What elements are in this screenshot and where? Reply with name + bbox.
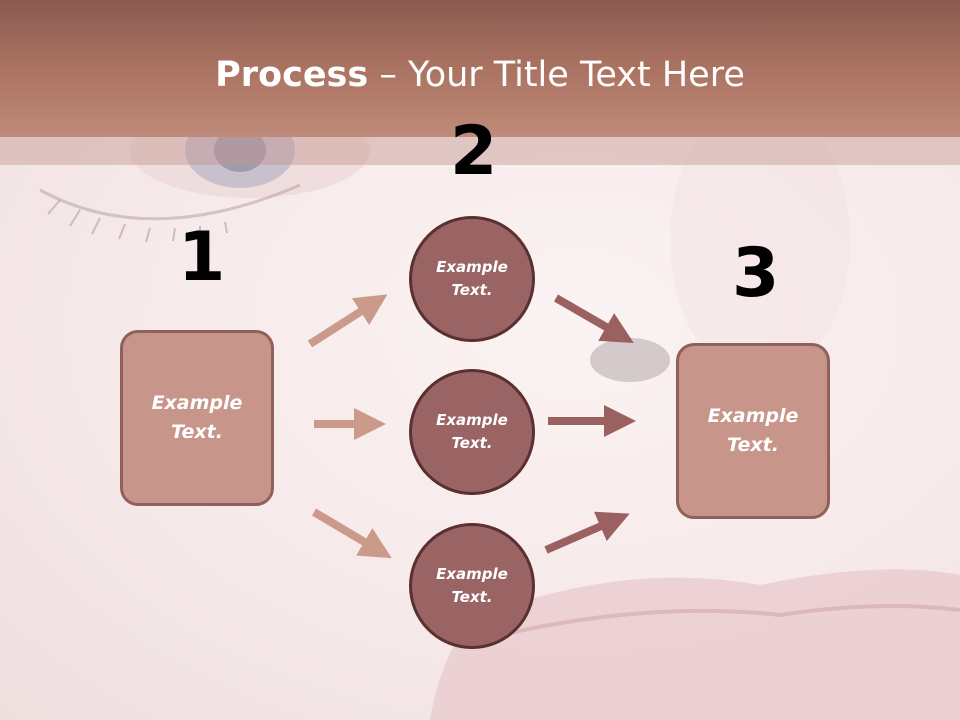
step-3-number: 3 [732,234,780,313]
step-2-text-bottom: Example Text. [436,565,508,606]
step-2-circle-middle: Example Text. [409,369,535,495]
title-bar [0,0,960,137]
slide-title-bold: Process [215,55,369,95]
step-3-text: Example Text. [707,405,799,456]
step-1-text: Example Text. [151,392,243,443]
step-2-circle-bottom: Example Text. [409,523,535,649]
arrow-1-to-bottom [311,508,392,559]
step-3-box: Example Text. [676,343,830,519]
arrow-bottom-to-3 [544,511,630,554]
arrow-top-to-3 [553,294,634,344]
slide-title-rest: – Your Title Text Here [368,55,745,95]
slide-title: Process – Your Title Text Here [0,52,960,98]
title-bar-band [0,137,960,165]
step-1-box: Example Text. [120,330,274,506]
step-2-number: 2 [450,112,498,191]
step-2-circle-top: Example Text. [409,216,535,342]
step-2-text-middle: Example Text. [436,411,508,452]
step-1-number: 1 [178,218,226,297]
step-2-text-top: Example Text. [436,258,508,299]
arrow-1-to-top [307,294,388,348]
